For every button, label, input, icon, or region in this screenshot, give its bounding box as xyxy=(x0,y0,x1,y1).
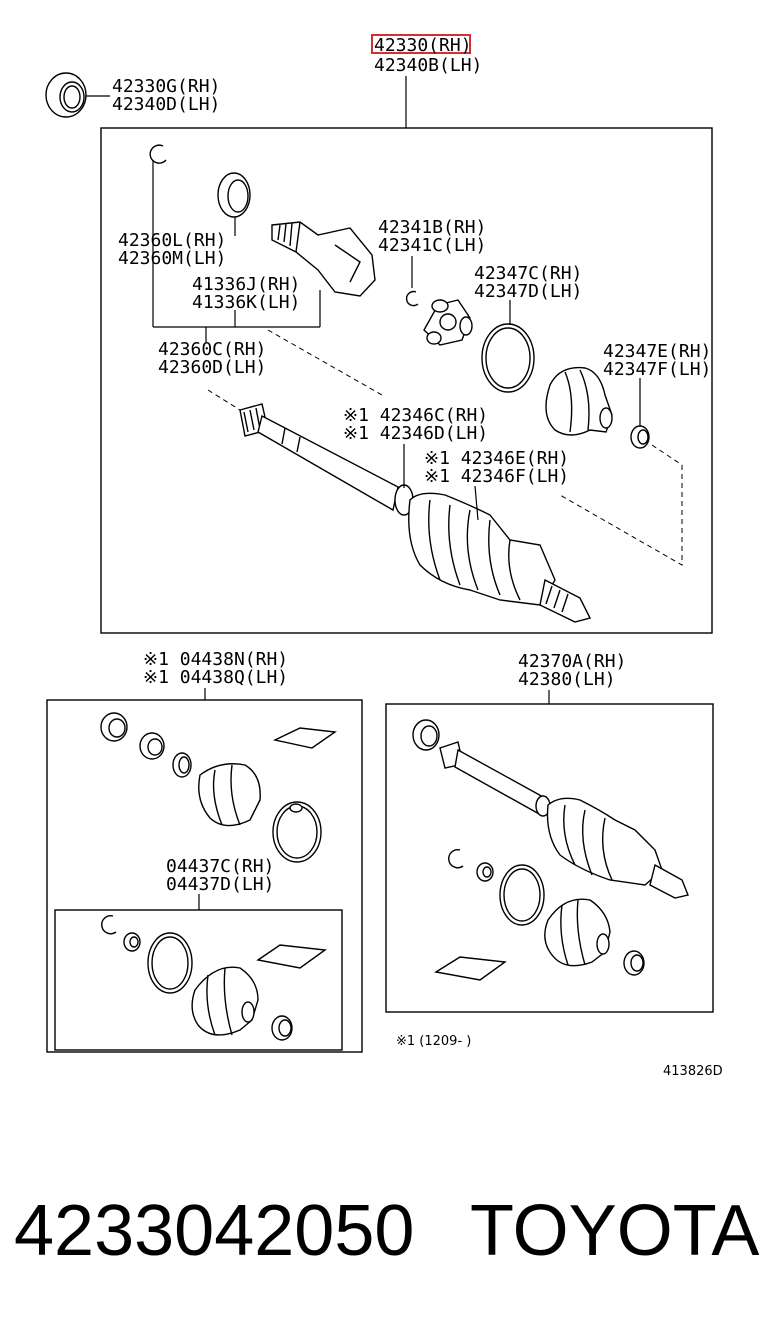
bearing-icon xyxy=(45,72,87,118)
seal-ring-icon xyxy=(217,172,251,218)
dust-rh-label[interactable]: ※1 42346C(RH) xyxy=(343,405,488,426)
large-clamp-icon xyxy=(481,323,535,393)
brand-name: TOYOTA xyxy=(470,1191,759,1271)
tripod-rh-label[interactable]: 42341B(RH) xyxy=(378,217,486,238)
figure-code-label: 413826D xyxy=(663,1064,723,1079)
seal-lh-label[interactable]: 41336K(LH) xyxy=(192,292,300,313)
snap-rh-label[interactable]: 42360L(RH) xyxy=(118,230,226,251)
complete-shaft-parts xyxy=(412,719,689,981)
tripod-icon xyxy=(423,299,473,346)
snap-ring-icon xyxy=(149,144,167,164)
inner-kit-parts xyxy=(101,915,327,1041)
boot-icon xyxy=(545,366,613,436)
outer-rh-label[interactable]: ※1 42346E(RH) xyxy=(424,448,569,469)
clamp-big-lh-label[interactable]: 42347D(LH) xyxy=(474,281,582,302)
inner-joint-lh-label[interactable]: 42360D(LH) xyxy=(158,357,266,378)
clamp-big-rh-label[interactable]: 42347C(RH) xyxy=(474,263,582,284)
highlight-box xyxy=(371,34,471,54)
seal-rh-label[interactable]: 41336J(RH) xyxy=(192,274,300,295)
bearing-rh-label[interactable]: 42330G(RH) xyxy=(112,76,220,97)
outer-lh-label[interactable]: ※1 42346F(LH) xyxy=(424,466,569,487)
complete-rh-label[interactable]: 42370A(RH) xyxy=(518,651,626,672)
main-assembly-lh-label[interactable]: 42340B(LH) xyxy=(374,55,482,76)
snap-lh-label[interactable]: 42360M(LH) xyxy=(118,248,226,269)
boot-kit-rh-label[interactable]: ※1 04438N(RH) xyxy=(143,649,288,670)
inner-joint-rh-label[interactable]: 42360C(RH) xyxy=(158,339,266,360)
inner-kit-rh-label[interactable]: 04437C(RH) xyxy=(166,856,274,877)
small-clamp-icon xyxy=(630,425,650,449)
drive-shaft-icon xyxy=(239,403,592,623)
small-snap-icon xyxy=(405,290,419,307)
complete-shaft-box xyxy=(385,703,714,1013)
inner-kit-box xyxy=(54,909,343,1051)
tripod-lh-label[interactable]: 42341C(LH) xyxy=(378,235,486,256)
boot-kit-lh-label[interactable]: ※1 04438Q(LH) xyxy=(143,667,288,688)
boot-kit-box xyxy=(46,699,363,1053)
bearing-lh-label[interactable]: 42340D(LH) xyxy=(112,94,220,115)
inner-joint-icon xyxy=(271,221,376,297)
main-assembly-box xyxy=(100,127,713,634)
part-number: 4233042050 xyxy=(14,1191,414,1271)
boot-clamp-rh-label[interactable]: 42347E(RH) xyxy=(603,341,711,362)
note-label: ※1 (1209- ) xyxy=(396,1034,471,1049)
main-assembly-rh-label[interactable]: 42330(RH) xyxy=(374,35,472,56)
complete-lh-label[interactable]: 42380(LH) xyxy=(518,669,616,690)
dust-lh-label[interactable]: ※1 42346D(LH) xyxy=(343,423,488,444)
boot-clamp-lh-label[interactable]: 42347F(LH) xyxy=(603,359,711,380)
inner-kit-lh-label[interactable]: 04437D(LH) xyxy=(166,874,274,895)
boot-kit-parts xyxy=(100,712,337,863)
